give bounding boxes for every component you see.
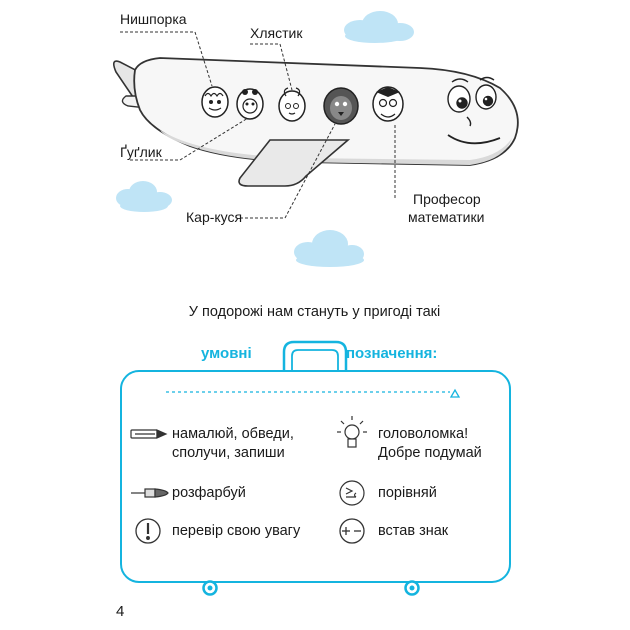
legend-plus-minus: встав знак xyxy=(378,523,449,539)
brush-icon xyxy=(131,488,169,498)
label-professor-line1: Професор xyxy=(413,191,481,207)
window-khliastyk xyxy=(278,87,306,122)
legend-pencil-line1: намалюй, обведи, xyxy=(172,426,294,442)
legend-lightbulb-line1: головоломка! xyxy=(378,426,469,442)
cloud-top xyxy=(344,11,414,43)
cloud-left xyxy=(116,181,172,212)
window-kar-kusia xyxy=(323,87,359,125)
suitcase xyxy=(120,340,511,596)
window-professor xyxy=(372,86,404,122)
label-leader-lines xyxy=(120,31,396,219)
label-khliastyk: Хлястик xyxy=(250,25,303,41)
plus-minus-icon xyxy=(339,518,365,544)
window-gyglyk xyxy=(236,88,264,120)
legend-exclamation: перевір свою увагу xyxy=(172,523,301,539)
window-nyshporka xyxy=(201,86,229,118)
compare-icon xyxy=(339,480,365,506)
lightbulb-icon xyxy=(337,416,367,448)
legend-compare: порівняй xyxy=(378,485,437,501)
label-professor-line2: математики xyxy=(408,209,485,225)
label-nyshporka: Нишпорка xyxy=(120,11,187,27)
label-gyglyk: Ґуґлик xyxy=(120,144,162,160)
page-number: 4 xyxy=(116,603,125,620)
legend-lightbulb-line2: Добре подумай xyxy=(378,445,482,461)
heading-left: умовні xyxy=(201,345,252,362)
intro-text: У подорожі нам стануть у пригоді такі xyxy=(188,304,441,320)
airplane-face xyxy=(447,76,501,145)
pencil-icon xyxy=(130,429,168,439)
legend-pencil-line2: сполучи, запиши xyxy=(172,445,285,461)
legend-brush: розфарбуй xyxy=(172,485,246,501)
exclamation-icon xyxy=(135,518,161,544)
cloud-bottom xyxy=(294,230,364,267)
label-kar-kusia: Кар-куся xyxy=(186,209,243,225)
heading-right: позначення: xyxy=(346,345,438,362)
